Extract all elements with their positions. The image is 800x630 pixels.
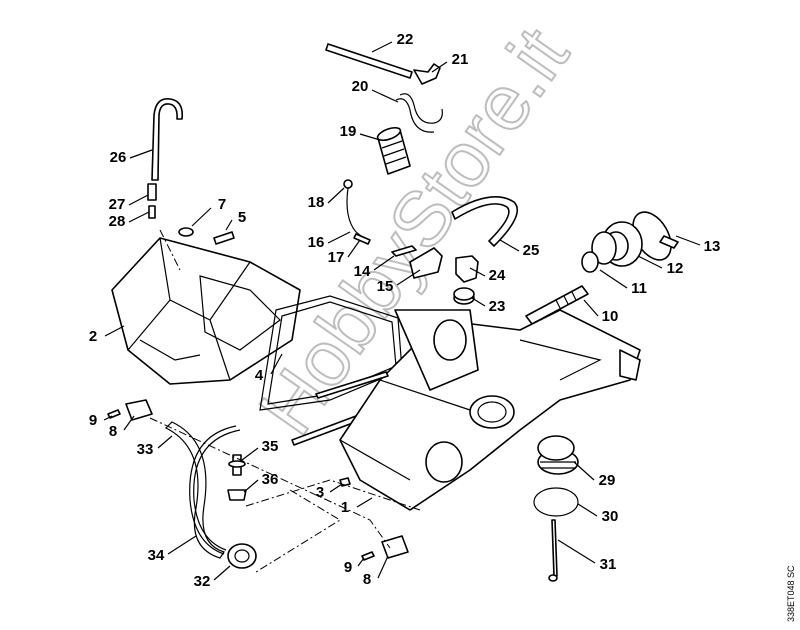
- callout-28: 28: [109, 213, 126, 230]
- callout-10: 10: [602, 308, 619, 325]
- assembly-lines: [149, 229, 421, 573]
- callout-23: 23: [489, 298, 506, 315]
- hose-fitting-parts: [164, 421, 257, 569]
- callout-29: 29: [599, 472, 616, 489]
- callout-11: 11: [631, 280, 647, 297]
- callout-13: 13: [704, 238, 721, 255]
- switch-parts: [391, 245, 443, 279]
- crankcase-part: [339, 309, 641, 511]
- drawing-code: 338ET048 SC: [786, 565, 796, 622]
- callout-2: 2: [89, 328, 97, 345]
- callout-3: 3: [316, 484, 324, 501]
- callout-4: 4: [255, 367, 264, 384]
- pickup-body-filter-part: [376, 93, 443, 175]
- callout-9: 9: [89, 412, 97, 429]
- intake-clamp-parts: [525, 211, 679, 325]
- callout-24: 24: [489, 267, 506, 284]
- callout-12: 12: [667, 260, 684, 277]
- callout-36: 36: [262, 471, 279, 488]
- callout-25: 25: [523, 242, 540, 259]
- callout-7: 7: [218, 196, 226, 213]
- callout-22: 22: [397, 31, 414, 48]
- callout-20: 20: [352, 78, 369, 95]
- callout-14: 14: [354, 263, 371, 280]
- callout-15: 15: [377, 278, 394, 295]
- vent-hose-part: [147, 98, 184, 219]
- callout-labels: 22 21 20 19 26 27 28 7 5 18 16 17 14 15 …: [89, 31, 721, 590]
- callout-35: 35: [262, 438, 279, 455]
- oil-cap-oring-parts: [533, 435, 579, 582]
- ground-wire-part: [343, 179, 371, 245]
- callout-31: 31: [600, 556, 617, 573]
- callout-5: 5: [238, 209, 246, 226]
- callout-26: 26: [110, 149, 127, 166]
- callout-34: 34: [148, 547, 165, 564]
- callout-16: 16: [308, 234, 325, 251]
- tank-housing-part: [111, 237, 301, 385]
- callout-33: 33: [137, 441, 154, 458]
- callout-8: 8: [109, 423, 117, 440]
- callout-17: 17: [328, 249, 345, 266]
- leader-lines: [103, 41, 701, 581]
- fuel-hose-part: [325, 43, 441, 85]
- callout-9-lower: 9: [344, 559, 352, 576]
- screw-parts: [178, 227, 235, 245]
- callout-18: 18: [308, 194, 325, 211]
- hose-valve-parts: [451, 196, 519, 305]
- callout-19: 19: [340, 123, 357, 140]
- callout-21: 21: [452, 51, 469, 68]
- callout-1: 1: [341, 499, 349, 516]
- callout-8-lower: 8: [363, 571, 371, 588]
- callout-27: 27: [109, 196, 126, 213]
- callout-32: 32: [194, 573, 211, 590]
- mount-parts: [107, 371, 409, 561]
- callout-30: 30: [602, 508, 619, 525]
